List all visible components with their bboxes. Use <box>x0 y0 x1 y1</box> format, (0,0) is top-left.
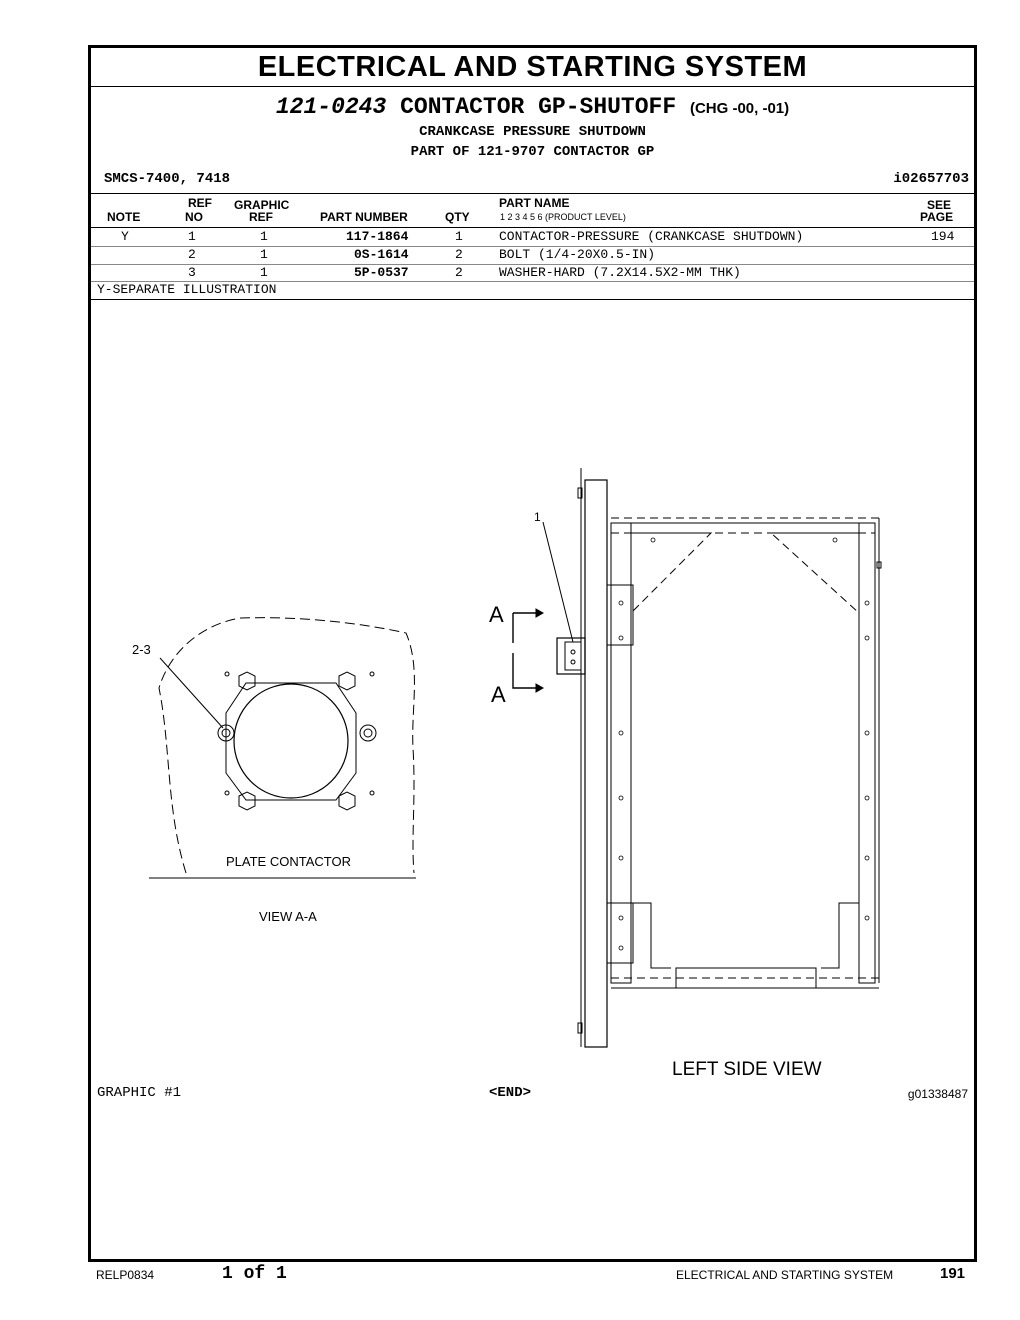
footer-doc-id: RELP0834 <box>96 1268 155 1282</box>
cell-graphic: 1 <box>260 265 268 280</box>
cell-part-name: WASHER-HARD (7.2X14.5X2-MM THK) <box>499 265 741 280</box>
cell-graphic: 1 <box>260 247 268 262</box>
cell-part-number: 5P-0537 <box>354 265 409 280</box>
header-graphic: GRAPHIC <box>234 198 290 212</box>
row-divider <box>91 264 974 265</box>
table-header-rule <box>91 227 974 228</box>
footer-section: ELECTRICAL AND STARTING SYSTEM <box>676 1268 894 1282</box>
graphic-id: g01338487 <box>907 1087 968 1101</box>
subtitle-1: CRANKCASE PRESSURE SHUTDOWN <box>419 124 646 140</box>
table-row[interactable]: 2 1 0S-1614 2 BOLT (1/4-20X0.5-IN) <box>91 246 974 264</box>
row-divider <box>91 281 974 282</box>
callout-1-leader <box>542 521 574 643</box>
note-legend: Y-SEPARATE ILLUSTRATION <box>97 282 277 297</box>
callout-1: 1 <box>534 510 541 524</box>
header-product-level: 1 2 3 4 5 6 (PRODUCT LEVEL) <box>500 212 626 222</box>
end-label: <END> <box>489 1085 532 1101</box>
cell-qty: 1 <box>455 229 463 244</box>
engine-frame-drawing <box>556 468 882 1048</box>
cell-qty: 2 <box>455 265 463 280</box>
header-ref: REF <box>188 196 212 210</box>
cell-ref: 3 <box>188 265 196 280</box>
cell-ref: 1 <box>188 229 196 244</box>
cell-ref: 2 <box>188 247 196 262</box>
smcs-code: SMCS-7400, 7418 <box>104 171 231 187</box>
header-part-name: PART NAME <box>499 196 570 210</box>
table-row[interactable]: Y 1 1 117-1864 1 CONTACTOR-PRESSURE (CRA… <box>91 228 974 246</box>
header-ref-no: NO <box>185 210 203 224</box>
callout-2-3-leader <box>159 657 224 729</box>
view-aa-label: VIEW A-A <box>259 909 317 924</box>
footer-page-number: 191 <box>940 1265 966 1282</box>
header-page: PAGE <box>920 210 954 224</box>
cell-part-name: CONTACTOR-PRESSURE (CRANKCASE SHUTDOWN) <box>499 229 804 244</box>
header-qty: QTY <box>445 210 470 224</box>
parts-page-frame: ELECTRICAL AND STARTING SYSTEM 121-0243 … <box>88 45 977 1262</box>
title-band: ELECTRICAL AND STARTING SYSTEM <box>91 48 974 87</box>
graphic-label: GRAPHIC #1 <box>97 1085 182 1101</box>
cell-graphic: 1 <box>260 229 268 244</box>
cell-part-number: 117-1864 <box>346 229 409 244</box>
parts-illustration: 1 2-3 A A PLATE CONTACTOR VIEW A-A LEFT … <box>132 468 882 1080</box>
cell-part-name: BOLT (1/4-20X0.5-IN) <box>499 247 656 262</box>
cell-note: Y <box>121 229 129 244</box>
subtitle-2: PART OF 121-9707 CONTACTOR GP <box>410 144 655 160</box>
callout-2-3: 2-3 <box>132 642 151 657</box>
section-title: ELECTRICAL AND STARTING SYSTEM <box>257 51 808 83</box>
section-marker-top: A <box>489 602 504 627</box>
cell-see-page: 194 <box>931 229 955 244</box>
cell-qty: 2 <box>455 247 463 262</box>
row-divider <box>91 246 974 247</box>
left-side-view-label: LEFT SIDE VIEW <box>672 1059 822 1080</box>
cell-part-number: 0S-1614 <box>354 247 409 262</box>
plate-contactor-label: PLATE CONTACTOR <box>226 854 351 869</box>
divider <box>91 299 974 300</box>
table-header: REF NOTE NO GRAPHIC REF PART NUMBER QTY … <box>91 194 974 227</box>
section-marker-bottom: A <box>491 682 506 707</box>
info-id: i02657703 <box>893 171 969 187</box>
header-graphic-ref: REF <box>249 210 273 224</box>
group-number: 121-0243 <box>275 94 387 120</box>
header-part-number: PART NUMBER <box>320 210 408 224</box>
group-name: CONTACTOR GP-SHUTOFF <box>400 94 677 120</box>
footer-page-of: 1 of 1 <box>222 1264 287 1284</box>
table-row[interactable]: 3 1 5P-0537 2 WASHER-HARD (7.2X14.5X2-MM… <box>91 264 974 282</box>
plate-contactor-drawing <box>149 617 416 879</box>
header-note: NOTE <box>107 210 141 224</box>
change-level: (CHG -00, -01) <box>689 100 790 117</box>
group-title: 121-0243 CONTACTOR GP-SHUTOFF (CHG -00, … <box>91 94 974 120</box>
header-see: SEE <box>927 198 952 212</box>
divider <box>91 193 974 194</box>
